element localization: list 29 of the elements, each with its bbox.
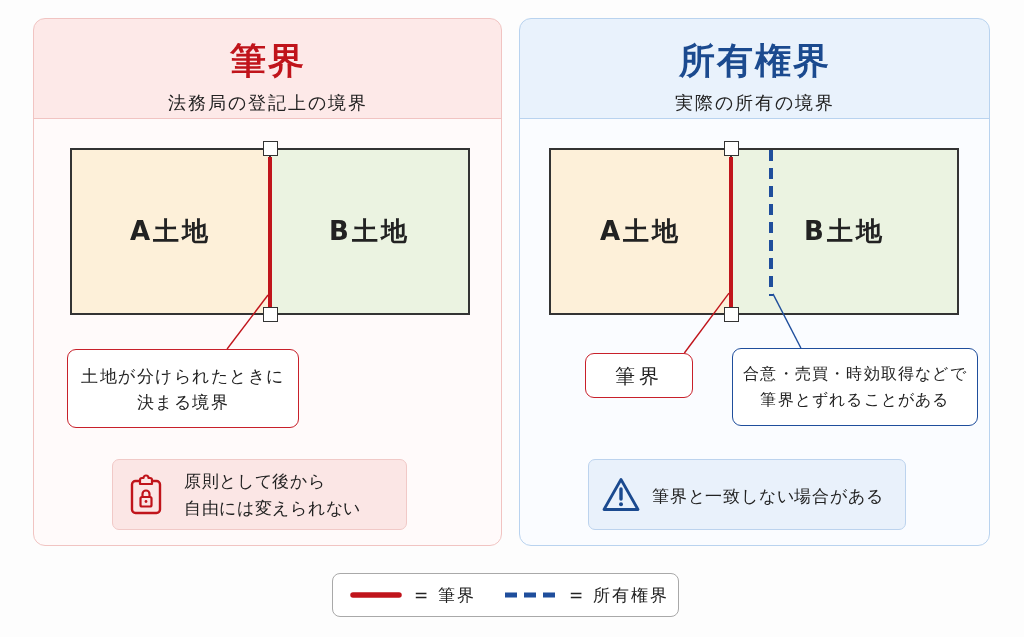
note-panel xyxy=(112,459,407,530)
legend-label: = 所有権界 xyxy=(569,584,669,607)
callout-text: 土地が分けられたときに決まる境界 xyxy=(80,364,286,414)
land-parcel xyxy=(730,148,959,315)
leader-line xyxy=(226,294,269,350)
panel-subtitle: 法務局の登記上の境界 xyxy=(167,91,368,115)
callout xyxy=(67,349,299,428)
callout xyxy=(732,348,978,426)
note-panel xyxy=(588,459,906,530)
panel-subtitle: 実際の所有の境界 xyxy=(674,91,835,115)
callout-text: 筆界 xyxy=(615,362,663,389)
parcel-label: A土地 xyxy=(129,215,212,248)
land-parcel xyxy=(70,148,271,315)
parcel-label: A土地 xyxy=(599,215,682,248)
callout-text: 合意・売買・時効取得などで筆界とずれることがある xyxy=(742,363,968,411)
comparison-panel xyxy=(519,18,990,546)
land-parcel xyxy=(269,148,470,315)
panel-title: 筆界 xyxy=(229,39,306,83)
callout xyxy=(585,353,693,398)
note-text: 原則として後から自由には変えられない xyxy=(184,471,361,520)
parcel-label: B土地 xyxy=(804,215,885,248)
leader-line xyxy=(772,293,802,349)
comparison-panel xyxy=(33,18,502,546)
leader-line xyxy=(683,292,730,354)
land-parcel xyxy=(549,148,732,315)
legend-label: = 筆界 xyxy=(414,584,476,607)
parcel-label: B土地 xyxy=(329,215,410,248)
note-text: 筆界と一致しない場合がある xyxy=(652,485,884,508)
panel-title: 所有権界 xyxy=(678,39,831,83)
